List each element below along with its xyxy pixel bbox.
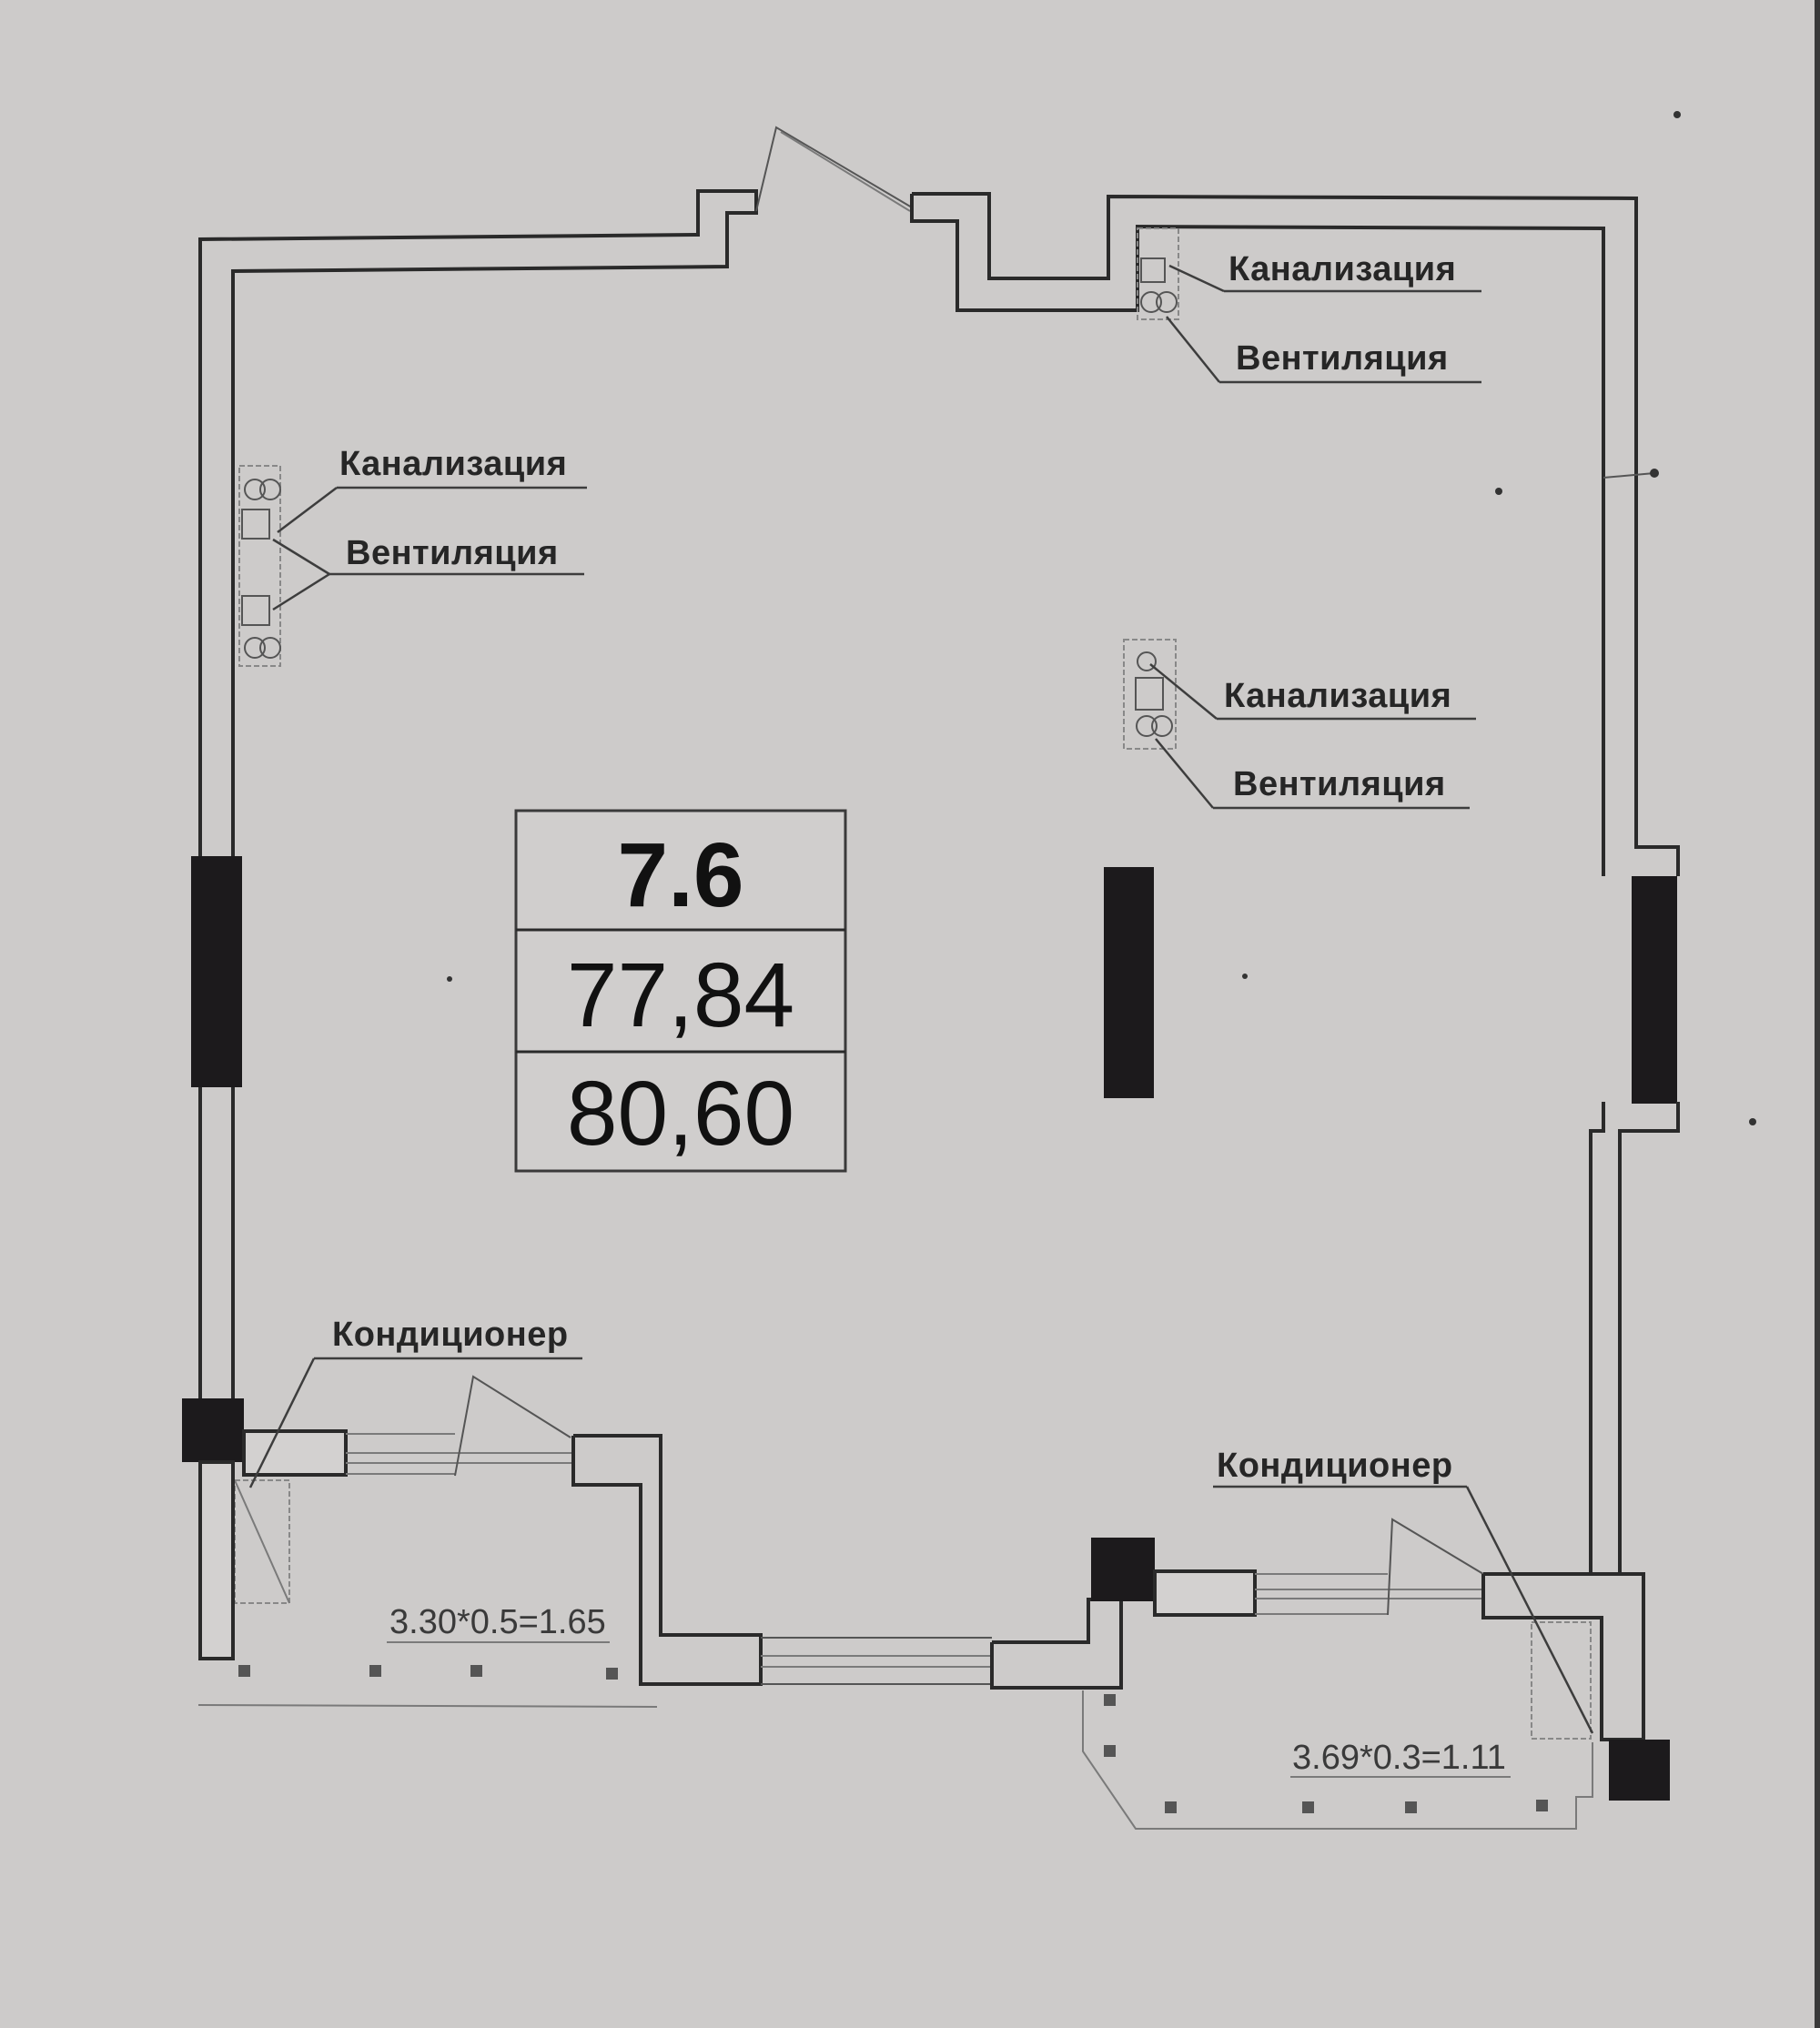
left-ac-leader bbox=[248, 1357, 316, 1488]
right-balcony-column-left bbox=[1091, 1538, 1155, 1601]
ventilation-label-top-right: Вентиляция bbox=[1236, 339, 1449, 378]
utility-shaft-center-right bbox=[1123, 639, 1476, 810]
unit-info-table: 7.6 77,84 80,60 bbox=[514, 809, 847, 1173]
right-balcony-column-corner bbox=[1609, 1740, 1670, 1801]
wall-right-lower-outer bbox=[1618, 1102, 1680, 1574]
speck bbox=[1673, 111, 1681, 118]
central-column bbox=[1104, 867, 1154, 1098]
left-wall-lower-stub bbox=[198, 1460, 235, 1660]
right-balcony-area: 3.69*0.3=1.11 bbox=[1292, 1739, 1506, 1777]
right-balcony-outline bbox=[1082, 1690, 1593, 1830]
utility-shaft-left bbox=[238, 465, 587, 667]
ac-label-right: Кондиционер bbox=[1217, 1447, 1453, 1485]
utility-shaft-top-right bbox=[1137, 227, 1481, 384]
wall-top-niche-inner bbox=[910, 194, 1605, 876]
speck bbox=[1749, 1118, 1756, 1125]
left-balcony-railing bbox=[197, 1704, 658, 1708]
wall-top-niche bbox=[912, 192, 1680, 876]
sewer-label-top-right: Канализация bbox=[1228, 250, 1456, 288]
right-balcony-wall-stub bbox=[1153, 1569, 1257, 1617]
right-balcony-door-swing bbox=[1387, 1518, 1484, 1616]
ventilation-label-left: Вентиляция bbox=[346, 534, 559, 572]
left-balcony-area: 3.30*0.5=1.65 bbox=[389, 1603, 606, 1641]
right-balcony: 3.69*0.3=1.11 bbox=[990, 1485, 1670, 1830]
wall-right-lower-inner bbox=[1589, 1102, 1605, 1574]
sewer-label-center-right: Канализация bbox=[1224, 677, 1451, 715]
speck bbox=[1495, 488, 1502, 495]
total-area: 80,60 bbox=[567, 1063, 794, 1165]
unit-number: 7.6 bbox=[617, 824, 743, 926]
bottom-window bbox=[761, 1637, 992, 1685]
ventilation-label-center-right: Вентиляция bbox=[1233, 765, 1446, 803]
sewer-label-left: Канализация bbox=[339, 445, 567, 483]
speck bbox=[1242, 974, 1248, 979]
left-balcony-column bbox=[182, 1398, 244, 1462]
living-area: 77,84 bbox=[567, 944, 794, 1046]
exterior-walls bbox=[198, 126, 1680, 1659]
photo-edge-shadow bbox=[1815, 0, 1820, 2028]
left-ac-unit bbox=[234, 1479, 290, 1604]
entrance-door-leaf bbox=[780, 131, 911, 212]
right-ac-unit bbox=[1531, 1621, 1592, 1740]
speck bbox=[447, 976, 452, 982]
ac-label-left: Кондиционер bbox=[332, 1316, 569, 1354]
entrance-door-swing bbox=[755, 126, 913, 212]
right-wall-marker bbox=[1603, 472, 1655, 479]
left-balcony-door-swing bbox=[454, 1375, 571, 1477]
left-wall-window-column bbox=[191, 856, 242, 1087]
wall-top-left-outer bbox=[198, 189, 758, 1659]
right-wall-window-column bbox=[1632, 876, 1677, 1104]
wall-right-balcony-corner bbox=[1481, 1572, 1645, 1741]
right-wall-marker-dot bbox=[1650, 469, 1659, 478]
left-balcony: 3.30*0.5=1.65 bbox=[182, 1357, 763, 1708]
